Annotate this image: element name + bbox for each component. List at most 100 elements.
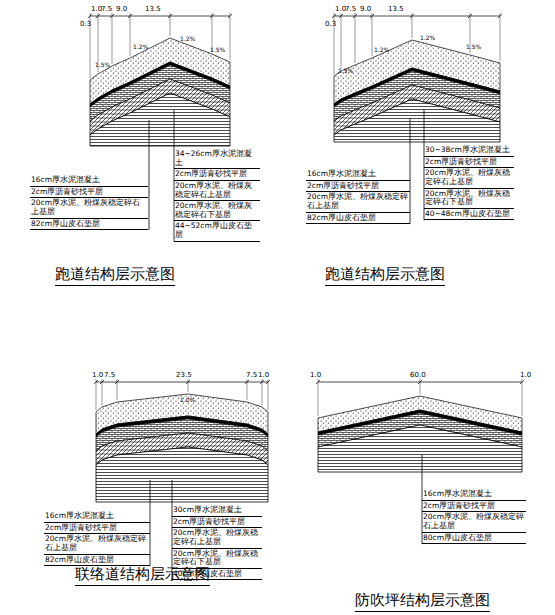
dimension-label: 0.3 xyxy=(325,20,336,28)
dimension-tick xyxy=(266,380,270,384)
layer-label: 2cm厚沥青砂找平层 xyxy=(422,502,526,513)
dimension-label: 1.0 xyxy=(92,371,103,379)
slope-label: 1.2% xyxy=(133,44,148,51)
cushion-layer xyxy=(90,93,230,146)
dimension-label: 7.5 xyxy=(345,5,356,13)
layer-label: 16cm厚水泥混凝土 xyxy=(30,176,148,187)
layer-label: 2cm厚沥青砂找平层 xyxy=(30,188,148,199)
dimension-tick xyxy=(110,14,114,18)
layer-label: 16cm厚水泥混凝土 xyxy=(306,170,410,181)
dimension-tick xyxy=(210,14,214,18)
dimension-label: 7.5 xyxy=(101,5,112,13)
dimension-line xyxy=(90,16,230,17)
layer-label: 2cm厚沥青砂找平层 xyxy=(174,170,260,181)
layer-label: 82cm厚山皮石垫层 xyxy=(306,214,410,225)
slope-label: 1.2% xyxy=(180,36,195,43)
slope-label: 1.2% xyxy=(420,35,435,42)
dimension-tick xyxy=(332,14,336,18)
layer-label: 82cm厚山皮石垫层 xyxy=(30,220,148,231)
extension-line xyxy=(130,13,131,56)
extension-line xyxy=(522,379,523,416)
layer-label: 2cm厚沥青砂找平层 xyxy=(306,182,410,193)
dimension-label: 1.0 xyxy=(91,5,102,13)
dimension-label: 0.3 xyxy=(80,20,91,28)
dimension-tick xyxy=(260,380,264,384)
dimension-label: 9.0 xyxy=(360,5,371,13)
extension-line xyxy=(96,379,97,410)
dimension-tick xyxy=(418,380,422,384)
dimension-tick xyxy=(370,14,374,18)
dimension-tick xyxy=(88,14,92,18)
layer-label: 2cm厚沥青砂找平层 xyxy=(172,518,262,529)
dimension-tick xyxy=(94,380,98,384)
cushion-layer xyxy=(334,99,500,142)
layer-label: 20cm厚水泥、粉煤灰稳定碎石上基层 xyxy=(30,199,148,218)
layer-label: 44~52cm厚山皮石垫层 xyxy=(174,222,260,241)
layer-label: 20cm厚水泥、粉煤灰稳定碎石下基层 xyxy=(424,190,514,209)
dimension-tick xyxy=(186,380,190,384)
layer-label: 20cm厚水泥、粉煤灰稳定碎石上基层 xyxy=(424,169,514,188)
figure-title: 跑道结构层示意图 xyxy=(55,266,175,286)
dimension-tick xyxy=(100,380,104,384)
layer-label: 20cm厚水泥、粉煤灰稳定碎石上基层 xyxy=(172,529,262,548)
dimension-label: 1.0 xyxy=(258,371,269,379)
dimension-line xyxy=(334,16,500,17)
dimension-label: 7.5 xyxy=(246,371,257,379)
dimension-line xyxy=(96,382,268,383)
dimension-label: 9.0 xyxy=(116,5,127,13)
dimension-label: 1.0 xyxy=(520,371,531,379)
dimension-tick xyxy=(228,14,232,18)
extension-line xyxy=(262,379,263,405)
dimension-tick xyxy=(498,14,502,18)
layer-label: 20cm厚水泥、粉煤灰稳定碎石上基层 xyxy=(306,193,410,212)
leader-line xyxy=(149,120,150,230)
cushion-layer xyxy=(96,447,268,502)
figure-title: 跑道结构层示意图 xyxy=(325,266,445,286)
figure-title: 防吹坪结构层示意图 xyxy=(355,592,490,612)
dimension-tick xyxy=(468,14,472,18)
extension-line xyxy=(268,379,269,410)
leader-line xyxy=(410,118,411,224)
dimension-tick xyxy=(128,14,132,18)
layer-label: 80cm厚山皮石垫层 xyxy=(422,534,526,545)
dimension-label: 1.0 xyxy=(310,371,321,379)
dimension-tick xyxy=(96,14,100,18)
dimension-label: 13.5 xyxy=(388,5,404,13)
extension-line xyxy=(102,379,103,405)
layer-label: 40~48cm厚山皮石垫层 xyxy=(424,210,514,221)
slope-label: 1.5% xyxy=(338,68,353,75)
dimension-label: 60.0 xyxy=(410,371,426,379)
extension-line xyxy=(230,13,231,60)
slope-label: 1.5% xyxy=(210,47,225,54)
layer-label: 20cm厚水泥、粉煤灰稳定碎石下基层 xyxy=(174,202,260,221)
layer-label: 20cm厚水泥、粉煤灰稳定碎石上基层 xyxy=(44,535,150,554)
dimension-tick xyxy=(316,380,320,384)
dimension-tick xyxy=(520,380,524,384)
slope-label: 1.5% xyxy=(95,62,110,69)
extension-line xyxy=(341,13,342,69)
extension-line xyxy=(500,13,501,61)
slope-label: 1.2% xyxy=(374,47,389,54)
dimension-tick xyxy=(115,380,119,384)
dimension-tick xyxy=(245,380,249,384)
dimension-tick xyxy=(353,14,357,18)
extension-line xyxy=(112,13,113,64)
dimension-label: 23.5 xyxy=(176,371,192,379)
layer-label: 2cm厚沥青砂找平层 xyxy=(424,158,514,169)
figure-title: 联络道结构层示意图 xyxy=(75,566,210,586)
layer-label: 82cm厚山皮石垫层 xyxy=(44,556,150,567)
dimension-label: 13.5 xyxy=(145,5,161,13)
dimension-tick xyxy=(339,14,343,18)
dimension-label: 1.0 xyxy=(335,5,346,13)
slope-label: 1.0% xyxy=(180,397,195,404)
layer-label: 16cm厚水泥混凝土 xyxy=(422,490,526,501)
layer-label: 20cm厚水泥、粉煤灰稳定碎石上基层 xyxy=(174,182,260,201)
layer-label: 34~26cm厚水泥混凝土 xyxy=(174,150,260,169)
extension-line xyxy=(318,379,319,416)
layer-label: 2cm厚沥青砂找平层 xyxy=(44,524,150,535)
extension-line xyxy=(355,13,356,63)
dimension-label: 7.5 xyxy=(104,371,115,379)
extension-line xyxy=(188,379,189,392)
slope-label: 1.5% xyxy=(466,44,481,51)
